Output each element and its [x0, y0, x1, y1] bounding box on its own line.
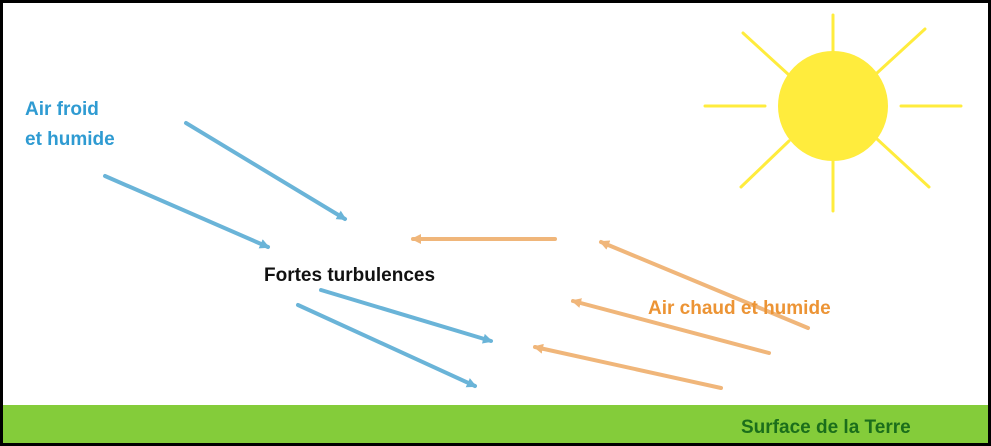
- diagram-canvas: [3, 13, 988, 443]
- sun-icon: [703, 13, 963, 213]
- cold-air-label-line1: Air froid: [25, 99, 99, 120]
- cold-air-arrow: [319, 288, 493, 344]
- cold-air-label-line2: et humide: [25, 129, 115, 150]
- cold-air-arrow: [296, 303, 477, 388]
- turbulence-label: Fortes turbulences: [264, 265, 436, 286]
- cold-air-arrow: [103, 174, 270, 249]
- cold-air-label: Air froid et humide: [25, 95, 115, 155]
- warm-air-label: Air chaud et humide: [648, 298, 831, 319]
- warm-air-arrow: [571, 298, 771, 355]
- warm-air-arrow: [599, 240, 810, 330]
- earth-surface: [3, 405, 988, 443]
- earth-surface-label: Surface de la Terre: [741, 417, 911, 438]
- cold-air-arrow: [184, 121, 347, 221]
- warm-air-arrow: [533, 343, 723, 390]
